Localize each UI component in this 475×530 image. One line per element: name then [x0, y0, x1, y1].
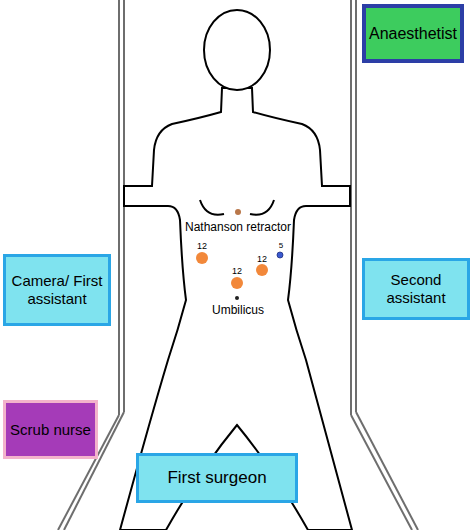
role-label: Anaesthetist — [369, 24, 457, 43]
port-size-number: 12 — [257, 254, 267, 264]
patient-outline — [120, 10, 352, 530]
body-outline — [120, 88, 352, 530]
anatomy-label: Nathanson retractor — [185, 220, 291, 234]
retractor-port — [235, 209, 241, 215]
role-label: Camera/ First assistant — [10, 272, 104, 308]
anatomy-label: Umbilicus — [212, 303, 264, 317]
role-box: Second assistant — [362, 258, 470, 320]
role-label: First surgeon — [167, 468, 266, 488]
port-12mm — [196, 252, 208, 264]
port-12mm — [256, 264, 268, 276]
leg-support — [356, 412, 418, 530]
role-text-group: Scrub nurse — [10, 421, 91, 439]
head-outline — [204, 10, 270, 90]
table-rail — [118, 0, 120, 415]
role-text-group: Anaesthetist — [369, 24, 457, 43]
table-rail — [350, 0, 352, 415]
role-box: Scrub nurse — [3, 400, 98, 459]
role-box: Anaesthetist — [362, 4, 464, 63]
leg-support — [351, 415, 412, 530]
role-box: Camera/ First assistant — [3, 254, 111, 326]
role-label: Scrub nurse — [10, 421, 91, 439]
breast-outline — [200, 200, 224, 215]
role-text-group: Second assistant — [369, 271, 463, 307]
breast-outline — [250, 200, 274, 215]
role-text-group: First surgeon — [167, 468, 266, 488]
port-size-number: 12 — [197, 241, 207, 251]
port-5mm — [277, 252, 283, 258]
port-size-number: 5 — [279, 241, 283, 250]
role-text-group: Camera/ First assistant — [10, 272, 104, 308]
umbilicus-dot — [235, 296, 239, 300]
role-box: First surgeon — [136, 453, 298, 503]
table-rail — [355, 0, 357, 412]
role-label: Second assistant — [369, 271, 463, 307]
port-12mm — [231, 277, 243, 289]
port-size-number: 12 — [232, 266, 242, 276]
